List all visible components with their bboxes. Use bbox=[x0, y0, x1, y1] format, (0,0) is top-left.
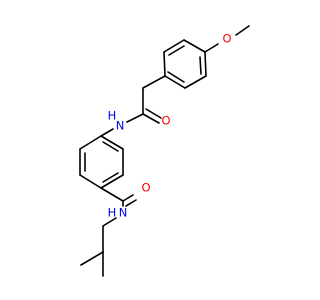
ring1-bond-1 bbox=[204, 51, 207, 77]
molecule-canvas: O H N O O N H bbox=[79, 25, 250, 277]
bond-ch-methyl-left bbox=[80, 251, 104, 266]
ring2-bond-4 bbox=[79, 174, 102, 189]
structure-diagram: O H N O O N H bbox=[79, 25, 250, 277]
ring1-bond-6 bbox=[183, 39, 206, 53]
bond-c-o-double-a bbox=[142, 113, 160, 124]
amide1-oxygen-label: O bbox=[161, 114, 170, 128]
amide2-nitrogen-label: N bbox=[119, 206, 128, 220]
ring2-double-2 bbox=[102, 172, 119, 183]
bond-n-ch2 bbox=[102, 217, 117, 227]
bond-c2-o-double-a bbox=[122, 194, 134, 202]
ring1-double-1 bbox=[199, 56, 202, 75]
ring1-bond-2 bbox=[184, 75, 207, 89]
ring1-bond-4 bbox=[163, 51, 166, 77]
methoxy-oxygen-label: O bbox=[222, 32, 231, 46]
bond-c2-o-double-b bbox=[125, 199, 137, 207]
ring1-bond-3 bbox=[164, 75, 186, 89]
ring2-bond-6 bbox=[79, 135, 102, 150]
bond-o-aryl bbox=[204, 43, 219, 53]
bond-methyl-o bbox=[235, 25, 250, 36]
ring2-bond-1 bbox=[100, 135, 124, 150]
amide2-oxygen-label: O bbox=[141, 181, 150, 195]
amide1-nitrogen-label: N bbox=[116, 119, 125, 133]
ring2-double-1 bbox=[102, 141, 119, 152]
ring1-double-3 bbox=[168, 45, 185, 56]
bond-carbonyl-nh bbox=[126, 113, 144, 123]
ring2-bond-3 bbox=[100, 174, 124, 189]
bond-c-o-double-b bbox=[145, 108, 162, 119]
ring1-double-2 bbox=[167, 71, 185, 83]
amide2-hydrogen-label: H bbox=[108, 206, 117, 220]
bond-nh-ring bbox=[100, 128, 114, 137]
bond-ring-carbonyl2 bbox=[100, 187, 124, 202]
amide1-hydrogen-label: H bbox=[108, 109, 117, 123]
ring1-bond-5 bbox=[163, 39, 185, 53]
bond-ring-ch2 bbox=[142, 75, 166, 89]
